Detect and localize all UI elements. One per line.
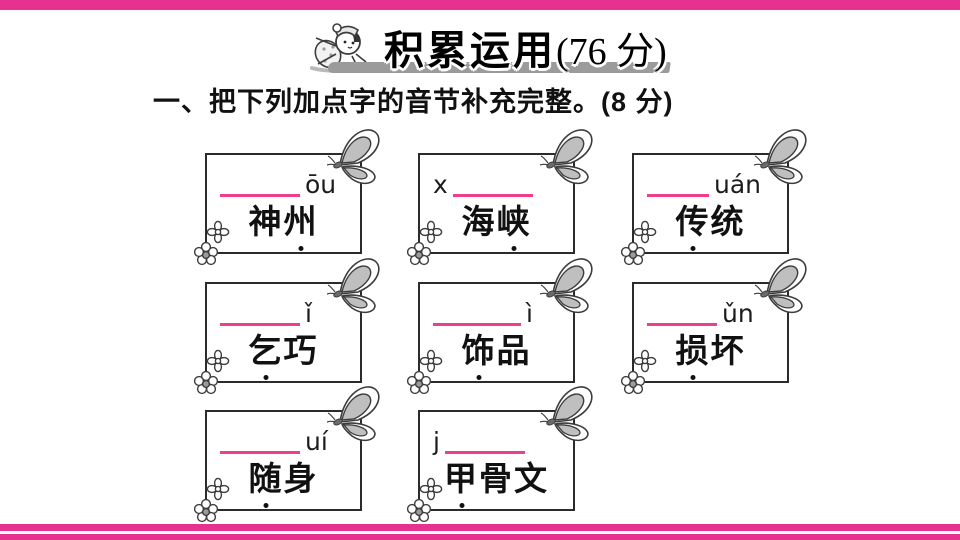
word-plain: 品 — [496, 334, 532, 370]
pinyin-blank-input[interactable] — [220, 447, 300, 454]
pinyin-blank-input[interactable] — [220, 319, 300, 326]
child-with-hat-icon — [310, 23, 378, 73]
pinyin-suffix: ōu — [305, 170, 337, 199]
word-label: 海峡 — [420, 207, 573, 240]
pinyin-row: ǐ — [220, 298, 360, 326]
word-label: 随身 — [207, 464, 360, 497]
pinyin-blank-input[interactable] — [647, 319, 717, 326]
word-label: 传统 — [634, 207, 787, 240]
answer-box-shenzhou: ōu 神州 — [194, 129, 380, 266]
answer-box-shipin: ì 饰品 — [407, 258, 593, 395]
answer-box-qiqiao: ǐ 乞巧 — [194, 258, 380, 395]
pinyin-suffix: ǔn — [722, 299, 754, 328]
section-header: 积累运用(76 分) — [306, 12, 686, 82]
pinyin-row: j — [433, 426, 573, 454]
word-dotted-char: 峡 — [496, 205, 532, 241]
word-label: 神州 — [207, 207, 360, 240]
answer-box-haixia: x 海峡 — [407, 129, 593, 266]
word-plain: 身 — [283, 462, 319, 498]
pinyin-suffix: uí — [305, 427, 328, 456]
question-text: 一、把下列加点字的音节补充完整。(8 分) — [153, 87, 674, 117]
word-dotted-char: 传 — [675, 205, 711, 241]
word-label: 饰品 — [420, 336, 573, 369]
pinyin-row: uán — [647, 169, 787, 197]
pinyin-suffix: ì — [526, 299, 533, 328]
pinyin-row: x — [433, 169, 573, 197]
word-plain: 统 — [710, 205, 746, 241]
word-dotted-char: 饰 — [461, 334, 497, 370]
pinyin-blank-input[interactable] — [452, 190, 533, 197]
top-border-bar — [0, 0, 960, 10]
pinyin-blank-input[interactable] — [220, 190, 300, 197]
word-dotted-char: 随 — [248, 462, 284, 498]
answer-box-chuantong: uán 传统 — [621, 129, 807, 266]
pinyin-row: ì — [433, 298, 573, 326]
word-label: 甲骨文 — [420, 464, 573, 497]
word-plain: 海 — [461, 205, 497, 241]
word-plain: 神 — [248, 205, 284, 241]
pinyin-row: ǔn — [647, 298, 787, 326]
answer-box-suishen: uí 随身 — [194, 386, 380, 523]
pinyin-prefix: j — [433, 427, 440, 456]
word-plain: 骨文 — [479, 462, 549, 498]
section-score: (76 分) — [556, 31, 667, 73]
word-dotted-char: 甲 — [444, 462, 479, 498]
word-dotted-char: 州 — [283, 205, 319, 241]
word-label: 乞巧 — [207, 336, 360, 369]
pinyin-blank-input[interactable] — [647, 190, 709, 197]
answer-box-sunhuai: ǔn 损坏 — [621, 258, 807, 395]
pinyin-suffix: uán — [714, 170, 762, 199]
word-plain: 巧 — [283, 334, 319, 370]
word-plain: 坏 — [710, 334, 746, 370]
word-label: 损坏 — [634, 336, 787, 369]
pinyin-suffix: ǐ — [305, 299, 312, 328]
pinyin-blank-input[interactable] — [444, 447, 525, 454]
bottom-border-bar — [0, 524, 960, 540]
pinyin-blank-input[interactable] — [433, 319, 521, 326]
pinyin-row: uí — [220, 426, 360, 454]
pinyin-row: ōu — [220, 169, 360, 197]
answer-box-jiaguwen: j 甲骨文 — [407, 386, 593, 523]
section-title: 积累运用 — [384, 29, 556, 73]
word-dotted-char: 乞 — [248, 334, 284, 370]
word-dotted-char: 损 — [675, 334, 711, 370]
pinyin-prefix: x — [433, 170, 448, 199]
